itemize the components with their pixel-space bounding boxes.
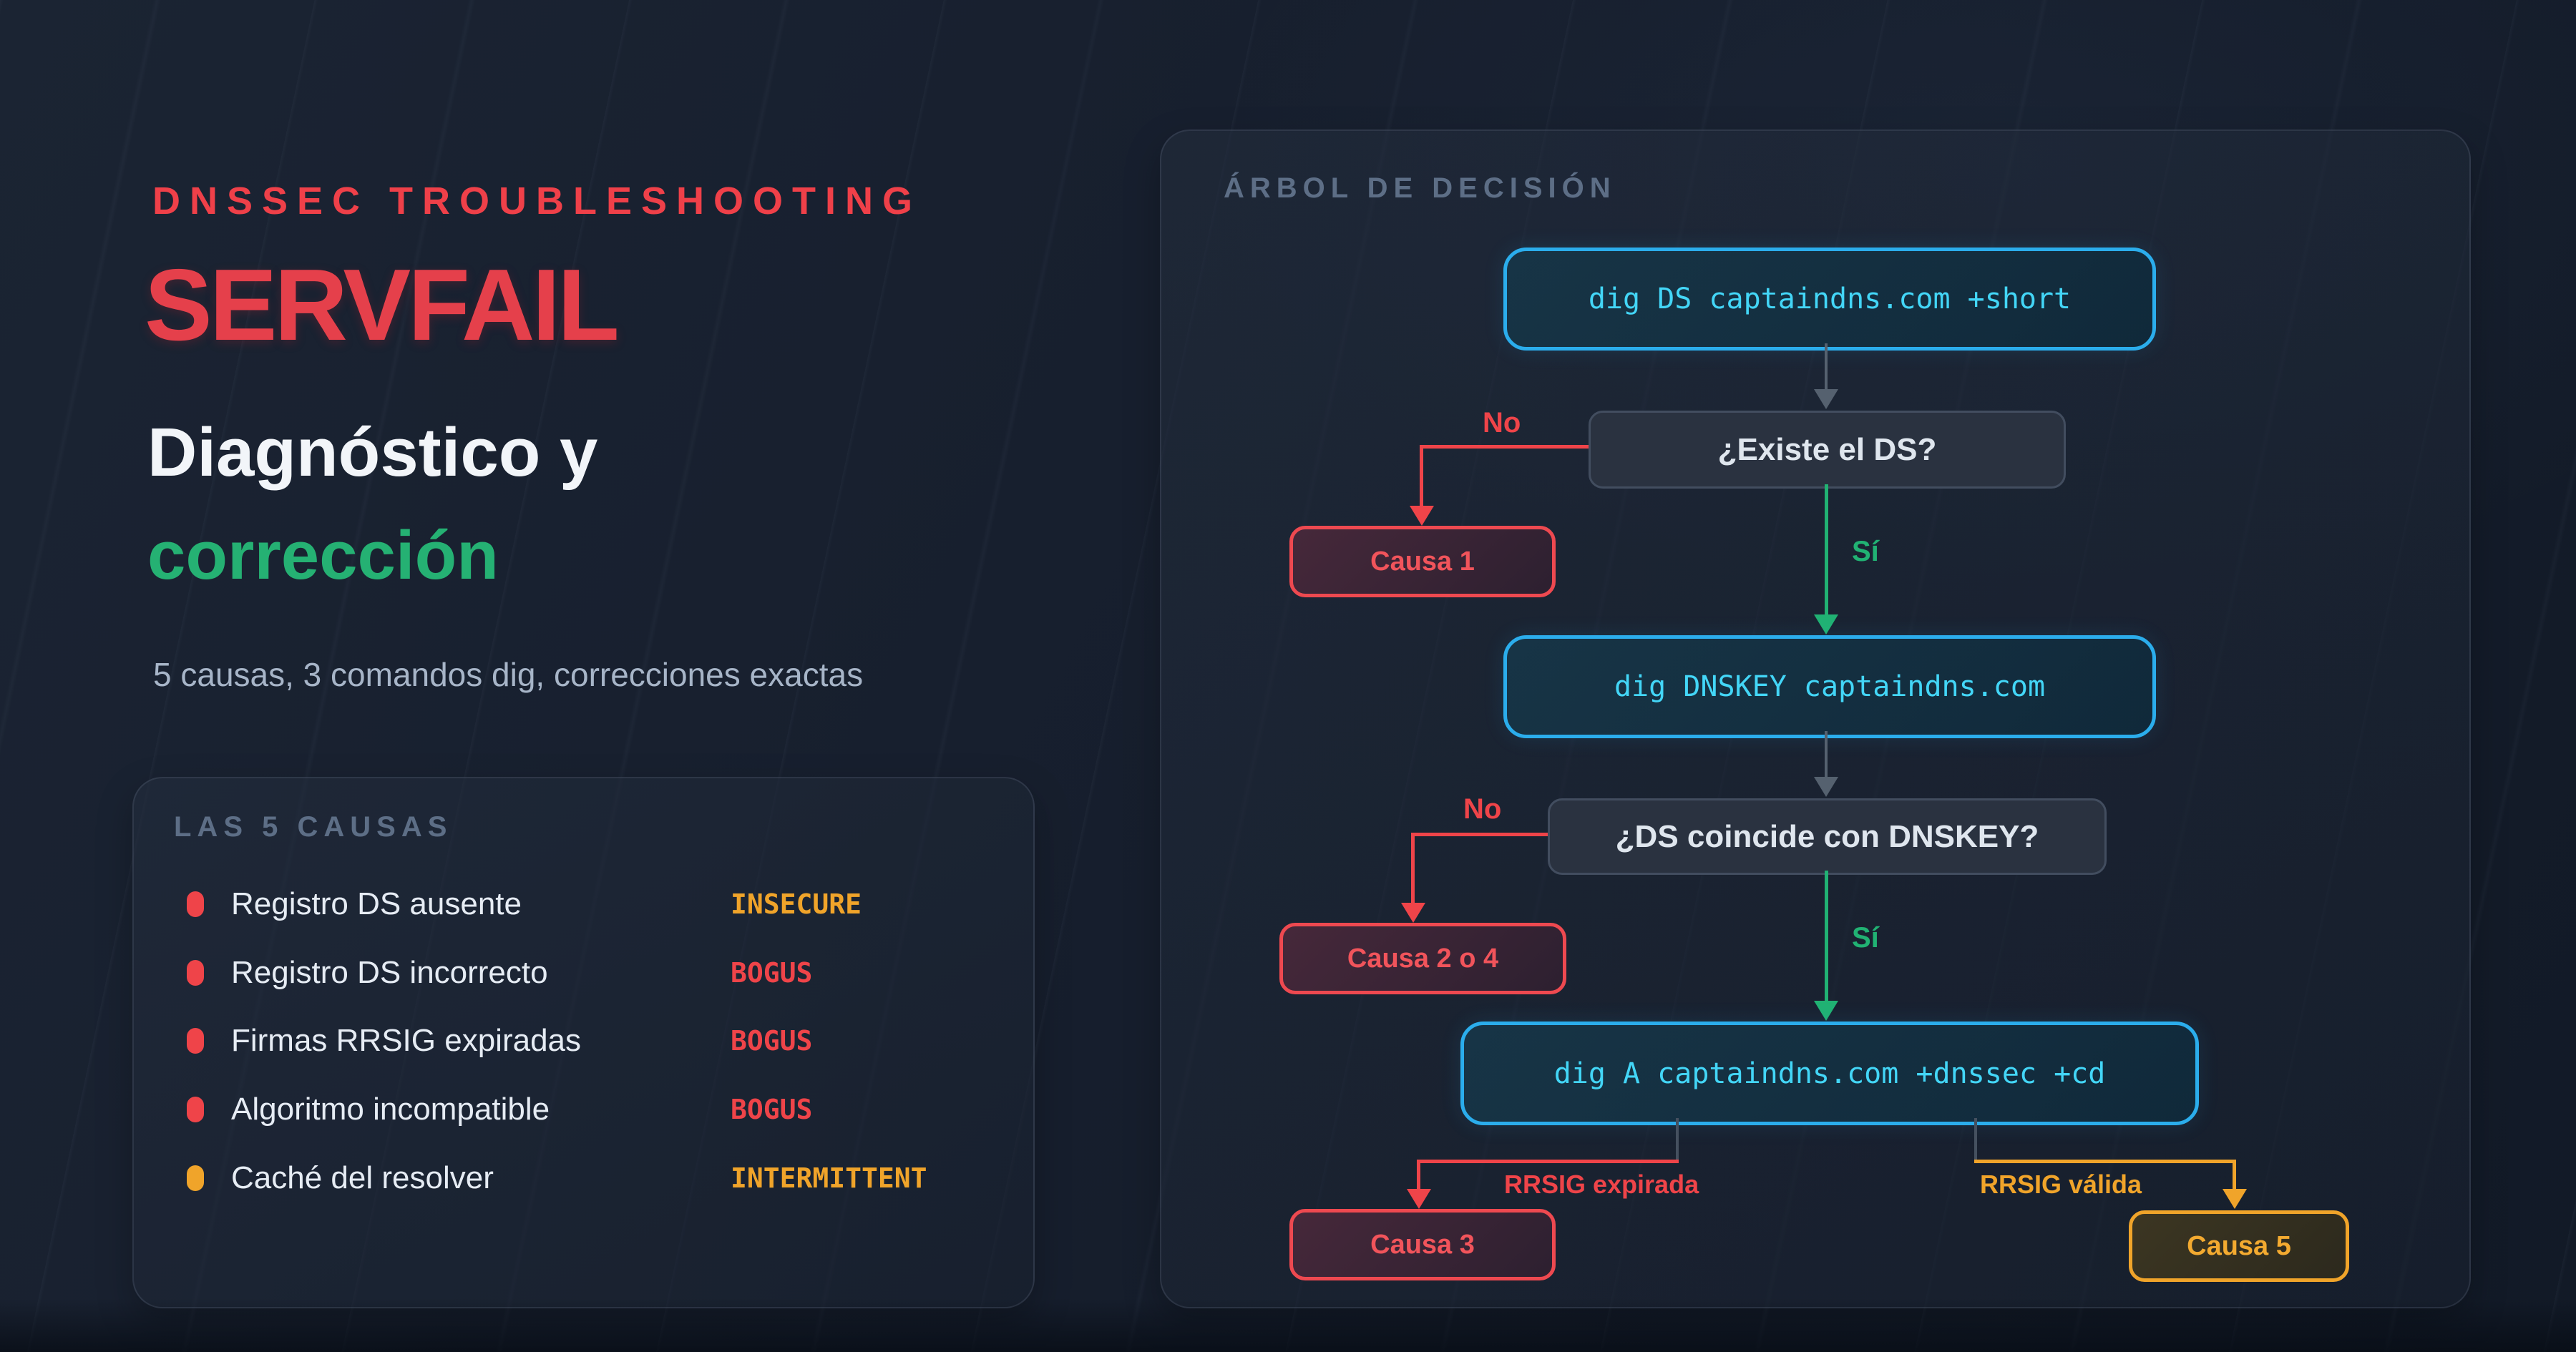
cause-status-badge: INSECURE (731, 888, 862, 920)
question-node-ds-matches: ¿DS coincide con DNSKEY? (1548, 798, 2107, 875)
no-branch-label: No (1483, 407, 1521, 439)
connector-line (1420, 445, 1589, 449)
arrow-down-icon (1401, 903, 1425, 923)
arrow-down-icon (1814, 389, 1838, 409)
cause-row: Firmas RRSIG expiradas BOGUS (134, 1021, 1033, 1061)
cause-status-badge: BOGUS (731, 1025, 813, 1057)
cause-row: Registro DS ausente INSECURE (134, 884, 1033, 924)
connector-line (1417, 1160, 1679, 1163)
cause-row: Registro DS incorrecto BOGUS (134, 953, 1033, 993)
cause-label: Algoritmo incompatible (231, 1092, 550, 1127)
connector-line (1411, 833, 1415, 903)
tree-panel-title: ÁRBOL DE DECISIÓN (1224, 172, 1616, 204)
command-node-dig-a: dig A captaindns.com +dnssec +cd (1460, 1022, 2199, 1125)
subtitle-line-2: corrección (147, 517, 499, 594)
cause-status-badge: BOGUS (731, 957, 813, 989)
arrow-down-icon (1814, 1001, 1838, 1021)
page-title: SERVFAIL (145, 248, 620, 362)
command-node-dig-ds: dig DS captaindns.com +short (1503, 248, 2156, 351)
command-node-dig-dnskey: dig DNSKEY captaindns.com (1503, 635, 2156, 738)
cause-label: Registro DS incorrecto (231, 955, 548, 990)
cause-node-2-4: Causa 2 o 4 (1279, 923, 1566, 994)
bullet-dot-icon (187, 1097, 204, 1122)
kicker-heading: DNSSEC TROUBLESHOOTING (152, 180, 922, 222)
cause-status-badge: INTERMITTENT (731, 1162, 927, 1194)
no-branch-label: No (1463, 793, 1502, 825)
yes-branch-label: Sí (1852, 922, 1879, 954)
connector-line (1825, 871, 1828, 1002)
branch-label-rrsig-expired: RRSIG expirada (1504, 1170, 1699, 1199)
bullet-dot-icon (187, 1165, 204, 1191)
arrow-down-icon (2223, 1189, 2247, 1209)
connector-line (2233, 1160, 2236, 1190)
subtitle-line-1: Diagnóstico y (147, 414, 598, 491)
cause-status-badge: BOGUS (731, 1094, 813, 1125)
connector-line (1974, 1160, 2236, 1163)
cause-row: Algoritmo incompatible BOGUS (134, 1089, 1033, 1130)
question-node-exists-ds: ¿Existe el DS? (1589, 411, 2066, 489)
connector-line (1411, 833, 1548, 836)
cause-node-1: Causa 1 (1289, 526, 1556, 597)
connector-line (1676, 1118, 1679, 1162)
connector-line (1420, 445, 1423, 506)
cause-label: Caché del resolver (231, 1160, 494, 1195)
yes-branch-label: Sí (1852, 536, 1879, 567)
arrow-down-icon (1407, 1189, 1431, 1209)
connector-line (1974, 1118, 1977, 1162)
bullet-dot-icon (187, 891, 204, 917)
bullet-dot-icon (187, 1028, 204, 1054)
bullet-dot-icon (187, 960, 204, 986)
connector-line (1825, 731, 1828, 778)
arrow-down-icon (1814, 777, 1838, 797)
connector-line (1417, 1160, 1420, 1190)
tagline: 5 causas, 3 comandos dig, correcciones e… (153, 656, 864, 693)
arrow-down-icon (1814, 614, 1838, 635)
branch-label-rrsig-valid: RRSIG válida (1980, 1170, 2142, 1199)
causes-panel: LAS 5 CAUSAS Registro DS ausente INSECUR… (132, 777, 1035, 1308)
cause-node-5: Causa 5 (2129, 1210, 2349, 1282)
connector-line (1825, 343, 1828, 391)
cause-row: Caché del resolver INTERMITTENT (134, 1158, 1033, 1198)
cause-label: Firmas RRSIG expiradas (231, 1023, 582, 1058)
cause-node-3: Causa 3 (1289, 1209, 1556, 1280)
causes-panel-title: LAS 5 CAUSAS (174, 811, 453, 843)
cause-label: Registro DS ausente (231, 886, 522, 921)
arrow-down-icon (1410, 506, 1434, 526)
connector-line (1825, 484, 1828, 616)
decision-tree-panel: ÁRBOL DE DECISIÓN dig DS captaindns.com … (1160, 129, 2471, 1308)
